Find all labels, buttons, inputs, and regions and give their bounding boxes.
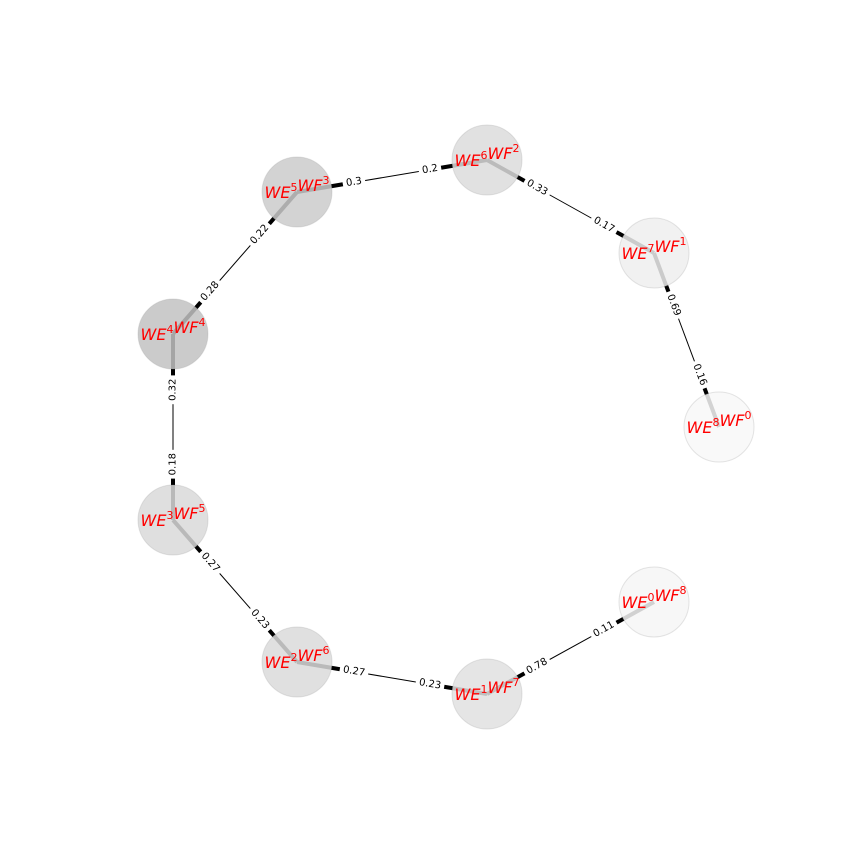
edge-label-background xyxy=(166,449,180,479)
edge-weight-label-from: 0.18 xyxy=(166,449,180,479)
edge-weight-label-from: 0.69 xyxy=(661,289,686,322)
edge-label-background xyxy=(687,358,712,391)
node-label-base: WF xyxy=(719,411,745,430)
node-circle xyxy=(137,484,209,556)
node-circle xyxy=(451,658,523,730)
edge-label-background xyxy=(195,547,225,579)
node-circle xyxy=(137,298,209,370)
node-label-superscript: 2 xyxy=(512,142,519,155)
edge-weight-label-from: 0.11 xyxy=(587,616,620,643)
node-label-base: WE xyxy=(455,685,482,704)
node-label: WE1WF7 xyxy=(455,676,520,704)
node xyxy=(261,156,333,228)
node xyxy=(618,566,690,638)
edge-label-background xyxy=(417,160,443,179)
node-label-base: WE xyxy=(687,418,714,437)
node-label-superscript: 2 xyxy=(290,651,297,664)
edge-weight-label-to: 0.2 xyxy=(417,160,443,179)
edge-label-background xyxy=(521,653,554,680)
node xyxy=(451,658,523,730)
node-circle xyxy=(261,626,333,698)
node-label-superscript: 6 xyxy=(480,149,487,162)
node xyxy=(683,391,755,463)
node-label-base: WE xyxy=(265,183,292,202)
edge-weight-label-to: 0.16 xyxy=(687,358,712,391)
node-label: WE5WF3 xyxy=(265,174,330,202)
node xyxy=(261,626,333,698)
node-label-base: WF xyxy=(297,646,323,665)
edge-label-background xyxy=(245,219,275,251)
node-label-superscript: 8 xyxy=(712,416,719,429)
edge-label-background xyxy=(245,603,275,635)
node-label-base: WF xyxy=(654,586,680,605)
node-label-base: WF xyxy=(487,144,513,163)
node-label: WE8WF0 xyxy=(687,409,752,437)
node-label-superscript: 5 xyxy=(198,502,205,515)
node-label: WE2WF6 xyxy=(265,644,330,672)
node-label: WE4WF4 xyxy=(141,316,206,344)
node-label-base: WE xyxy=(265,653,292,672)
node-label-base: WF xyxy=(173,318,199,337)
node-label-superscript: 4 xyxy=(166,323,173,336)
node-label-base: WE xyxy=(141,325,168,344)
node-label-base: WE xyxy=(622,593,649,612)
node-circle xyxy=(618,566,690,638)
edge-label-background xyxy=(166,375,180,405)
node-circle xyxy=(451,124,523,196)
edge-label-background xyxy=(341,173,367,192)
node-circle xyxy=(261,156,333,228)
edge-label-background xyxy=(521,174,554,202)
node-label-superscript: 0 xyxy=(744,409,751,422)
node-label-superscript: 5 xyxy=(290,181,297,194)
edge-label-background xyxy=(338,662,370,681)
edge-weight-text: 0.27 xyxy=(342,664,366,679)
edge-label-background xyxy=(195,275,225,307)
node-label: WE3WF5 xyxy=(141,502,206,530)
edge-weight-label-to: 0.78 xyxy=(521,653,554,680)
edge-weight-text: 0.23 xyxy=(418,677,442,692)
node-label-base: WF xyxy=(173,504,199,523)
node-label-base: WE xyxy=(622,244,649,263)
node-label-base: WE xyxy=(455,151,482,170)
node xyxy=(618,217,690,289)
edge-weight-label-from: 0.33 xyxy=(521,174,554,202)
edge-label-background xyxy=(587,616,620,643)
edge-weight-label-from: 0.3 xyxy=(341,173,367,192)
edge-weight-text: 0.2 xyxy=(421,163,439,176)
nodes-layer xyxy=(137,124,755,730)
edge-label-background xyxy=(587,211,620,239)
edge-label-background xyxy=(414,675,446,694)
node xyxy=(137,298,209,370)
node-label-base: WE xyxy=(141,511,168,530)
node-label-superscript: 1 xyxy=(679,235,686,248)
edge-weight-label-to: 0.32 xyxy=(166,375,180,405)
node-label-base: WF xyxy=(654,237,680,256)
node-label: WE7WF1 xyxy=(622,235,687,263)
node-label-superscript: 0 xyxy=(647,591,654,604)
node-label-superscript: 6 xyxy=(322,644,329,657)
node-circle xyxy=(618,217,690,289)
node-label-base: WF xyxy=(487,678,513,697)
edge-weight-text: 0.18 xyxy=(168,453,179,475)
node xyxy=(137,484,209,556)
node-label-superscript: 1 xyxy=(480,683,487,696)
node-label-superscript: 7 xyxy=(512,676,519,689)
node-label-superscript: 3 xyxy=(322,174,329,187)
node-label-superscript: 8 xyxy=(679,584,686,597)
node-label-superscript: 4 xyxy=(198,316,205,329)
edge-label-background xyxy=(661,289,686,322)
node-label-superscript: 7 xyxy=(647,242,654,255)
node-label: WE0WF8 xyxy=(622,584,687,612)
node-circle xyxy=(683,391,755,463)
edge-weight-label-to: 0.27 xyxy=(338,662,370,681)
edge-weight-label-to: 0.17 xyxy=(587,211,620,239)
node-label: WE6WF2 xyxy=(455,142,520,170)
node xyxy=(451,124,523,196)
node-label-superscript: 3 xyxy=(166,509,173,522)
edge-weight-text: 0.3 xyxy=(345,176,363,189)
edge-weight-text: 0.32 xyxy=(168,379,179,401)
edge-weight-label-from: 0.23 xyxy=(414,675,446,694)
node-label-base: WF xyxy=(297,176,323,195)
